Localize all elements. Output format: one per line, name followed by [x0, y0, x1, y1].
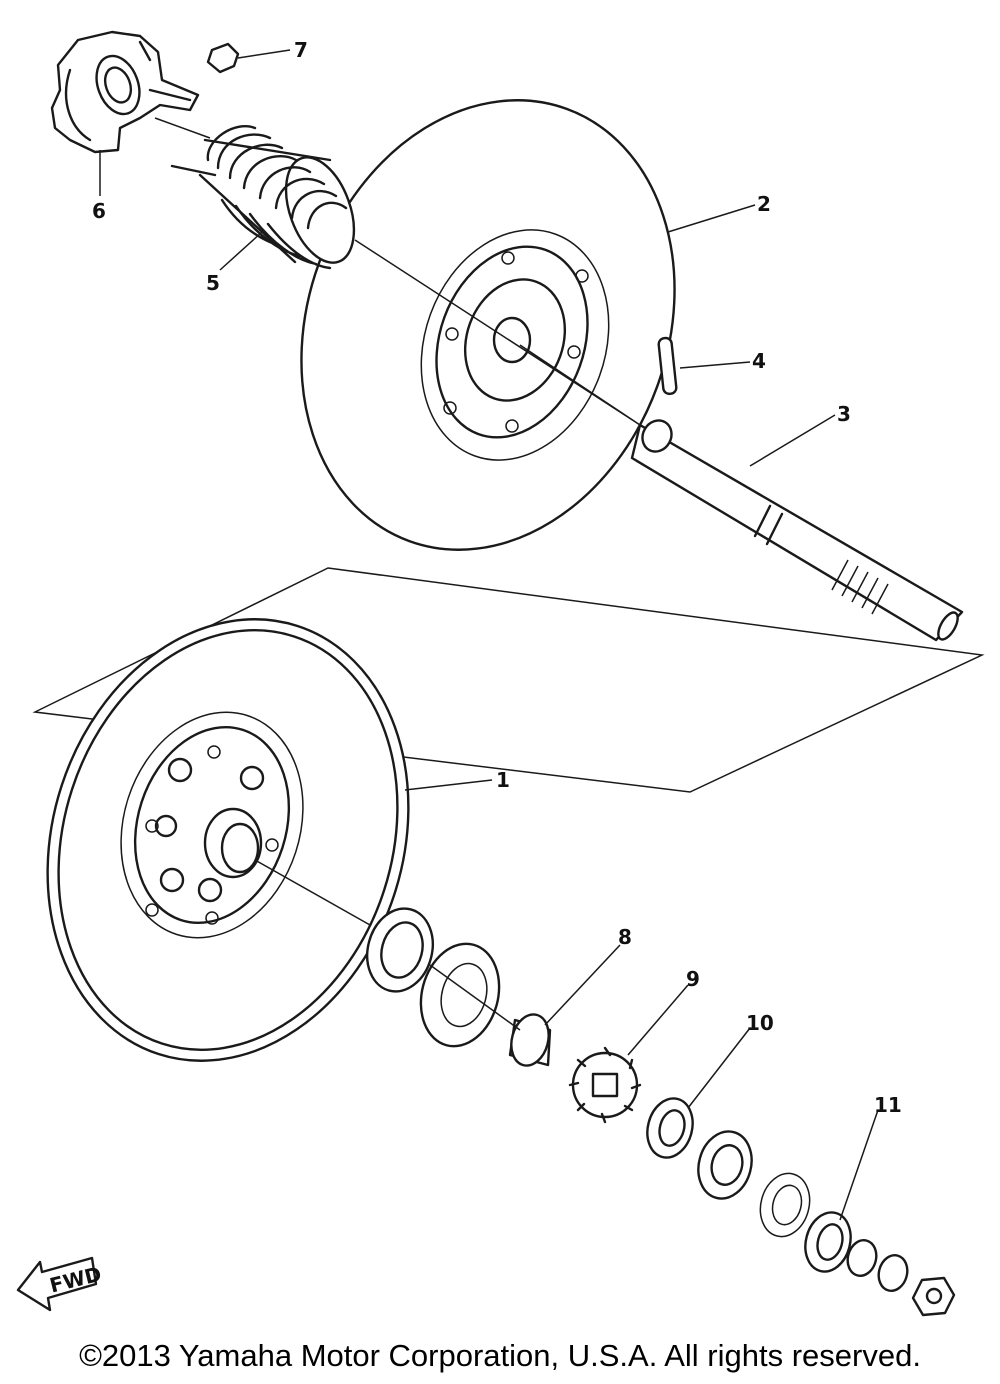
callout-4: 4 — [752, 349, 766, 373]
callout-5: 5 — [206, 271, 220, 295]
callout-7: 7 — [294, 38, 308, 62]
fwd-arrow-icon: FWD — [16, 1256, 104, 1312]
callout-1: 1 — [496, 768, 510, 792]
part-5-spring — [170, 125, 356, 270]
part-9-sprocket — [568, 1046, 642, 1124]
callout-8: 8 — [618, 925, 632, 949]
copyright-notice: ©2013 Yamaha Motor Corporation, U.S.A. A… — [79, 1338, 921, 1373]
callout-10: 10 — [746, 1011, 774, 1035]
callout-3: 3 — [837, 402, 851, 426]
part-1-fixed-sheave — [46, 618, 410, 1062]
callout-6: 6 — [92, 199, 106, 223]
callout-11: 11 — [874, 1093, 902, 1117]
callout-9: 9 — [686, 967, 700, 991]
washers-and-nut — [846, 1239, 956, 1317]
part-10-washer — [646, 1097, 694, 1159]
reference-plane — [32, 567, 985, 793]
part-3-shaft — [630, 419, 964, 642]
small-bearings — [697, 1130, 811, 1238]
bearing-stack — [366, 907, 501, 1048]
leader-lines — [99, 49, 879, 1221]
assembly-axis-line — [154, 117, 641, 1031]
part-2-movable-sheave — [300, 99, 676, 551]
part-11-seal — [804, 1211, 852, 1273]
part-6-ramp-housing — [50, 30, 200, 154]
part-8-collar — [508, 1013, 552, 1067]
part-4-key — [657, 336, 678, 396]
callout-2: 2 — [757, 192, 771, 216]
part-7-slider — [206, 42, 240, 74]
